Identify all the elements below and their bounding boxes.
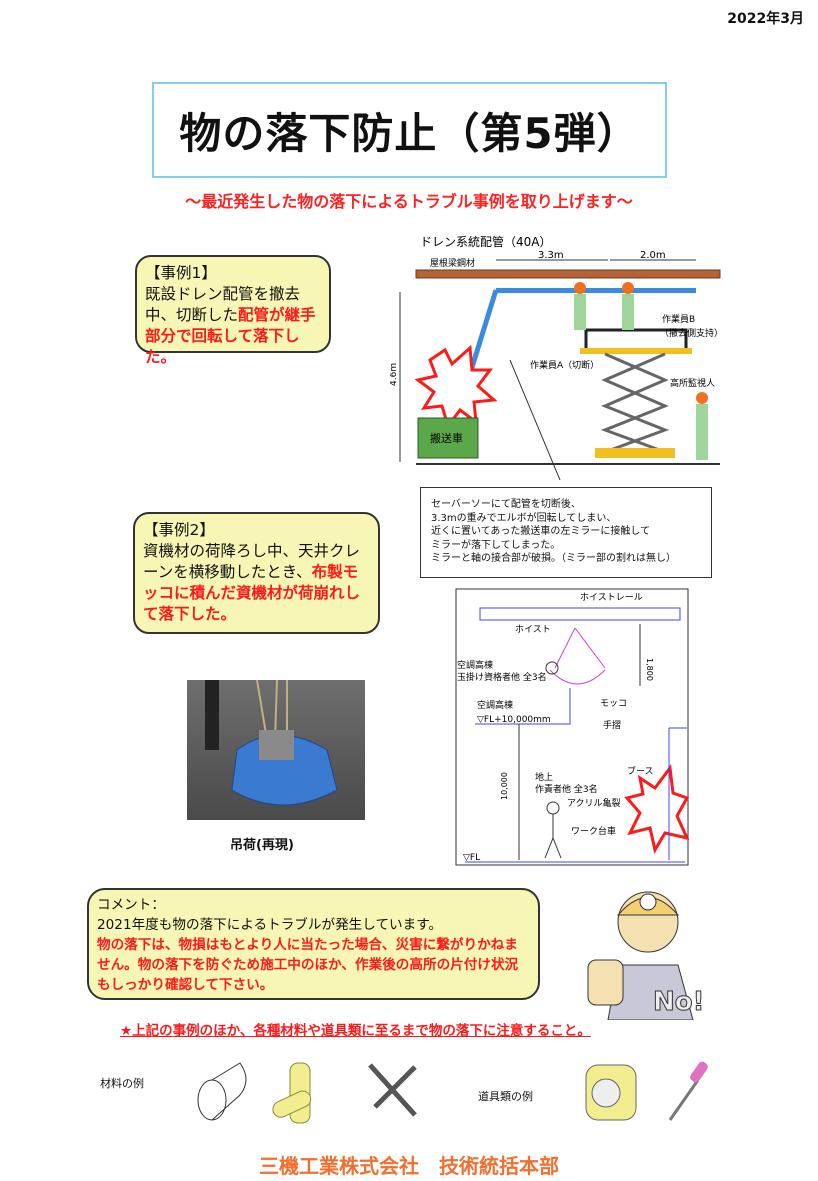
- worker-b: [622, 282, 634, 294]
- acrylic-label: アクリル亀裂: [567, 797, 621, 809]
- ground-worker: [546, 801, 560, 815]
- handrail-label: 手摺: [603, 719, 621, 731]
- upper-group-1: 空調高棟: [457, 659, 493, 671]
- scissor-lift: [600, 352, 670, 454]
- no-text: No!: [653, 987, 704, 1017]
- incident-note-1: セーバーソーにて配管を切断後、 3.3mの重みでエルボが回転してしまい、 近くに…: [420, 487, 712, 578]
- dim-3-3m: 3.3m: [538, 250, 564, 261]
- drain-pipe: [496, 288, 696, 293]
- frame: [455, 588, 689, 866]
- ground-2: 作責者他 全3名: [535, 783, 598, 795]
- screwdriver-icon: [668, 1061, 708, 1121]
- mokko-bag: [549, 627, 606, 685]
- roof-beam: [415, 269, 721, 279]
- case2-heading: 【事例2】: [143, 521, 215, 539]
- dim-2-0m: 2.0m: [640, 250, 666, 261]
- page-title: 物の落下防止（第5弾）: [179, 108, 640, 158]
- worker-a-body: [574, 294, 586, 330]
- hoist-rail: [479, 607, 681, 621]
- ground-1: 地上: [535, 771, 553, 783]
- height-label: 4.6m: [390, 363, 399, 386]
- notice: ★上記の事例のほか、各種材料や道具類に至るまで物の落下に注意すること。: [120, 1023, 591, 1039]
- lift-platform: [580, 348, 692, 354]
- comment-box: コメント： 2021年度も物の落下によるトラブルが発生しています。 物の落下は、…: [87, 888, 540, 1000]
- impact-burst: [414, 344, 498, 430]
- supervisor: [696, 392, 708, 404]
- dim-10000: 10,000: [500, 772, 509, 800]
- case2-text: 資機材の荷降ろし中、天井クレーンを横移動したとき、: [143, 542, 361, 581]
- case1-box: 【事例1】 既設ドレン配管を撤去中、切断した配管が継手部分で回転して落下した。: [135, 255, 331, 366]
- comment-warning: 物の落下は、物損はもとより人に当たった場合、災害に繋がりかねません。物の落下を防…: [97, 937, 519, 993]
- supervisor-label: 高所監視人: [670, 377, 715, 389]
- footer-company: 三機工業株式会社 技術統括本部: [259, 1154, 559, 1178]
- case1-text-red: 配管が継手部分で回転して落下した。: [145, 306, 316, 366]
- case2-text-red: 布製モッコに積んだ資機材が荷崩れして落下した。: [143, 563, 361, 623]
- comment-heading: コメント：: [97, 897, 165, 913]
- mokko-label: モッコ: [600, 699, 627, 709]
- lift-base: [595, 448, 675, 458]
- worker-a-label: 作業員A（切断）: [530, 359, 599, 371]
- note-line: 3.3mの重みでエルボが回転してしまい、: [431, 512, 617, 524]
- photo-caption: 吊荷(再現): [230, 838, 294, 853]
- cart-label: 搬送車: [430, 431, 463, 445]
- tools-label: 道具類の例: [478, 1090, 533, 1103]
- worker-b-label: 作業員B: [662, 313, 695, 325]
- tape-measure-icon: [585, 1064, 637, 1121]
- materials-label: 材料の例: [100, 1077, 144, 1090]
- booth-label: ブース: [627, 765, 654, 777]
- diagram-drain-pipe-incident: ドレン系統配管（40A） 屋根梁鋼材 3.3m 2.0m 4.6m 搬送車 作業…: [390, 234, 723, 480]
- case1-text: 既設ドレン配管を撤去中、: [145, 285, 301, 324]
- note-line: ミラーが落下してしまった。: [431, 539, 561, 551]
- transport-cart: [417, 417, 479, 459]
- subtitle: ～最近発生した物の落下によるトラブル事例を取り上げます～: [185, 192, 633, 211]
- booth: [668, 727, 687, 860]
- upper-floor: [475, 688, 571, 725]
- beam-label: 屋根梁鋼材: [430, 257, 475, 269]
- tools-illustrations: [585, 1061, 708, 1121]
- note-line: 近くに置いてあった搬送車の左ミラーに接触して: [431, 526, 651, 537]
- diagram-hoist-incident: ホイストレール ホイスト 1,800 空調高棟 玉掛け資格者他 全3名 モッコ …: [455, 588, 689, 866]
- worker-no-illustration: No!: [587, 891, 705, 1020]
- insulation-pipe-icon: [272, 1062, 312, 1124]
- materials-illustrations: [197, 1062, 417, 1124]
- cart-label: ワーク台車: [571, 825, 616, 837]
- rail-label: ホイストレール: [580, 592, 643, 603]
- title-box: 物の落下防止（第5弾）: [152, 82, 667, 178]
- note-line: セーバーソーにて配管を切断後、: [431, 499, 581, 510]
- worker-a: [574, 282, 586, 294]
- date: 2022年3月: [727, 11, 804, 27]
- floor-level: ▽FL+10,000mm: [477, 715, 551, 725]
- load-photo: [187, 680, 365, 820]
- impact-burst: [624, 764, 689, 855]
- callout-line: [509, 359, 561, 480]
- case2-box: 【事例2】 資機材の荷降ろし中、天井クレーンを横移動したとき、布製モッコに積んだ…: [133, 512, 380, 634]
- duct-icon: [197, 1062, 247, 1121]
- note-line: ミラーと軸の接合部が破損。（ミラー部の割れは無し）: [431, 553, 676, 564]
- hoist-label: ホイスト: [515, 624, 551, 635]
- worker-b-body: [622, 294, 634, 330]
- pipe-label: ドレン系統配管（40A）: [420, 234, 551, 249]
- supervisor-body: [696, 404, 708, 460]
- floor-name: 空調高棟: [477, 699, 513, 711]
- case1-heading: 【事例1】: [145, 264, 217, 282]
- fl-label: ▽FL: [463, 853, 480, 863]
- upper-group-2: 玉掛け資格者他 全3名: [457, 671, 547, 683]
- rebar-icon: [368, 1063, 417, 1117]
- dim-1800: 1,800: [645, 658, 654, 681]
- case1-text-2: 切断した: [176, 306, 239, 324]
- worker-b-note: （撤去側支持）: [660, 327, 723, 339]
- comment-line: 2021年度も物の落下によるトラブルが発生しています。: [97, 917, 443, 933]
- upper-worker: [545, 661, 559, 675]
